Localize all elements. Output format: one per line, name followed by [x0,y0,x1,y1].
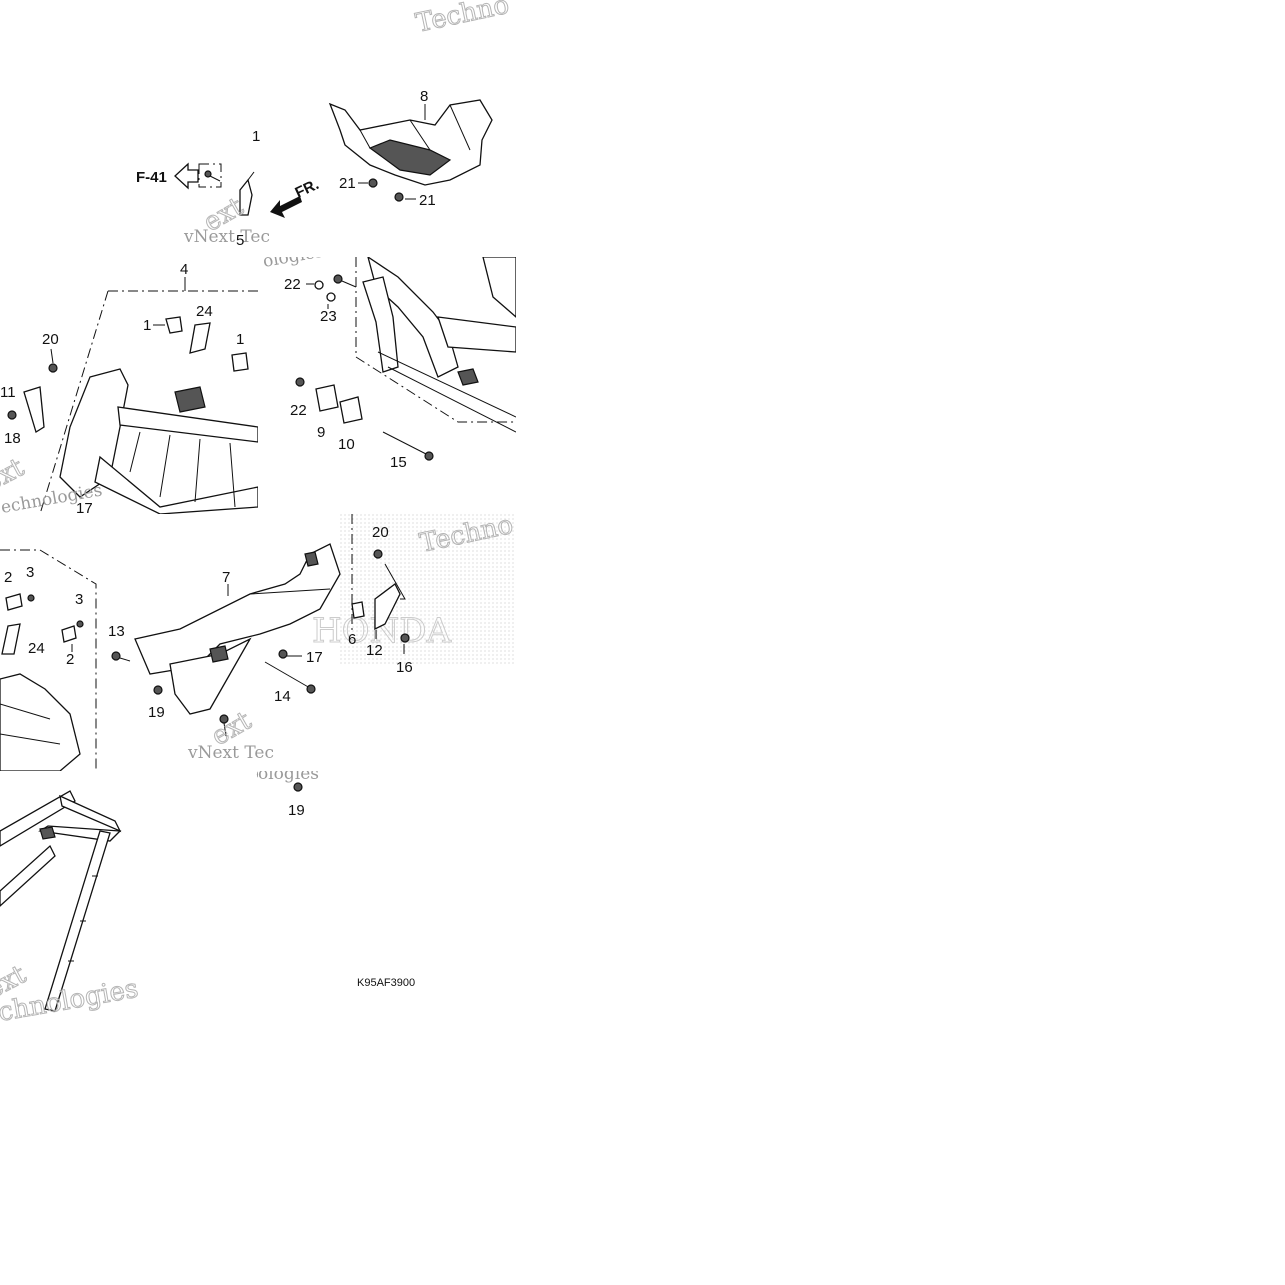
crash-bar [362,257,516,433]
front-label: FR. [293,176,322,202]
part-9 [315,384,339,412]
callout-21b: 21 [419,192,436,209]
callout-2b: 2 [66,651,74,668]
subframe-part-7 [134,543,341,715]
bolt-21 [368,178,378,188]
callout-14: 14 [274,688,291,705]
tile-left-frame: 2 3 3 24 2 [0,514,130,771]
callout-4: 4 [180,261,188,278]
front-arrow-icon [270,196,302,218]
tile-frame: 4 24 1 1 20 11 18 ext echnolog [0,257,258,514]
callout-13: 13 [108,623,125,640]
callout-22a: 22 [284,276,301,293]
watermark: vNext Tec [183,227,270,247]
callout-21a: 21 [339,175,356,192]
callout-15: 15 [390,454,407,471]
overlay-callout-19: ologies 19 [258,771,319,819]
watermark: vNext Tec [187,743,274,763]
main-frame [59,368,258,514]
callout-20: 20 [372,524,389,541]
callout-20: 20 [42,331,59,348]
tile-mounts: ologies 22 23 22 9 10 [258,257,516,514]
tile-skid-plate: Techno 8 21 21 1 F-41 [130,0,516,257]
tile-bottom-frame: 19 ologies ext chnologies [0,771,258,1028]
drawing-code: K95AF3900 [357,977,416,989]
callout-17: 17 [306,649,323,666]
reference-arrow-icon [174,162,199,190]
callout-19: 19 [148,704,165,721]
callout-3a: 3 [26,564,34,581]
frame-bottom [0,790,122,1012]
ref-f41: F-41 [136,169,167,186]
frame-lower [0,673,81,771]
bracket [239,178,253,216]
callout-1b: 1 [236,331,244,348]
bracket-12 [374,583,401,631]
callout-3b: 3 [75,591,83,608]
tile-subframe: Techno HONDA 7 13 17 14 19 [100,514,516,771]
part-24 [189,322,211,354]
callout-23: 23 [320,308,337,325]
callout-17: 17 [76,500,93,514]
callout-16: 16 [396,659,413,676]
callout-8: 8 [420,88,428,105]
callout-24: 24 [28,640,45,657]
callout-7: 7 [222,569,230,586]
watermark: Techno [413,0,512,39]
callout-24: 24 [196,303,213,320]
callout-11: 11 [0,384,16,401]
svg-text:5: 5 [236,232,244,249]
callout-12: 12 [366,642,383,659]
callout-9: 9 [317,424,325,441]
watermark: ologies [256,771,258,784]
callout-1: 1 [252,128,260,145]
callout-6: 6 [348,631,356,648]
callout-10: 10 [338,436,355,453]
watermark: ext [0,452,30,498]
part-24 [1,623,21,655]
part-10 [339,396,363,424]
callout-1a: 1 [143,317,151,334]
callout-22b: 22 [290,402,307,419]
svg-text:ologies: ologies [258,771,319,784]
callout-2a: 2 [4,569,12,586]
watermark: ologies [261,257,325,272]
callout-18: 18 [4,430,21,447]
skid-plate-part-8 [328,99,493,186]
bolt-21 [394,192,404,202]
svg-text:19: 19 [288,802,305,819]
